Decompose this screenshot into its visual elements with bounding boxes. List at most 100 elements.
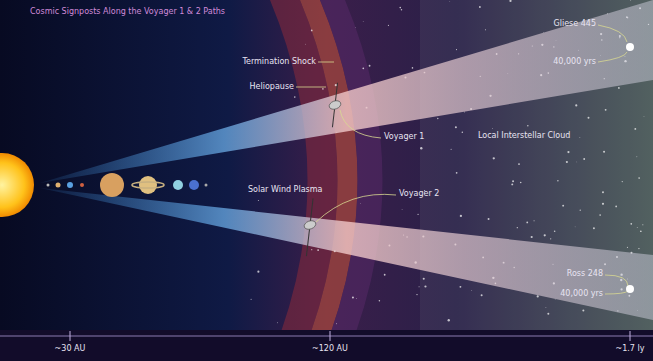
star bbox=[401, 9, 402, 10]
planet bbox=[173, 180, 183, 190]
star bbox=[545, 306, 547, 308]
voyager2-beam bbox=[40, 188, 653, 320]
star bbox=[526, 222, 528, 224]
star bbox=[537, 295, 539, 297]
scale-tick bbox=[330, 331, 331, 341]
star bbox=[294, 96, 296, 98]
scale-tick bbox=[70, 331, 71, 341]
leader-line bbox=[316, 194, 396, 222]
star bbox=[567, 151, 569, 153]
star bbox=[511, 183, 513, 185]
star bbox=[311, 249, 312, 250]
star bbox=[562, 205, 564, 207]
scale-tick bbox=[630, 331, 631, 341]
star bbox=[638, 248, 639, 249]
star bbox=[275, 80, 277, 82]
planet bbox=[205, 184, 208, 187]
star bbox=[359, 203, 361, 205]
voyager2-craft bbox=[289, 198, 331, 256]
star bbox=[509, 0, 511, 2]
star bbox=[401, 209, 403, 211]
scale-bar bbox=[0, 330, 653, 361]
star bbox=[636, 226, 638, 228]
leader-line bbox=[340, 110, 381, 138]
star bbox=[642, 224, 643, 225]
star bbox=[638, 177, 640, 179]
planet bbox=[139, 176, 157, 194]
star bbox=[643, 115, 645, 117]
star bbox=[582, 309, 584, 311]
sun bbox=[0, 153, 34, 217]
star bbox=[481, 294, 483, 296]
planet bbox=[80, 183, 84, 187]
star bbox=[544, 234, 546, 236]
star bbox=[485, 29, 486, 30]
voyager1-beam bbox=[40, 0, 653, 183]
voyager1-craft bbox=[319, 83, 351, 127]
map-label: Local Interstellar Cloud bbox=[478, 132, 570, 141]
star bbox=[251, 299, 252, 300]
star bbox=[455, 126, 457, 128]
leader-line bbox=[296, 87, 326, 88]
star bbox=[588, 117, 590, 119]
star bbox=[456, 49, 457, 50]
star bbox=[622, 181, 623, 182]
star bbox=[335, 84, 337, 86]
map-label: Termination Shock bbox=[242, 58, 316, 67]
star bbox=[599, 214, 601, 216]
star bbox=[424, 285, 426, 287]
map-label: 40,000 yrs bbox=[553, 58, 596, 67]
star bbox=[488, 218, 490, 220]
star bbox=[580, 209, 581, 210]
star bbox=[574, 226, 576, 228]
star bbox=[566, 161, 568, 163]
scale-label: ~30 AU bbox=[55, 345, 86, 354]
map-label: 40,000 yrs bbox=[560, 290, 603, 299]
scale-label: ~1.7 ly bbox=[616, 345, 645, 354]
map-label: Ross 248 bbox=[567, 270, 603, 279]
planet bbox=[189, 180, 199, 190]
planet bbox=[56, 183, 61, 188]
star bbox=[317, 249, 319, 251]
star bbox=[557, 180, 558, 181]
star bbox=[491, 127, 493, 129]
star bbox=[437, 118, 438, 119]
star bbox=[583, 158, 585, 160]
scale-axis bbox=[0, 336, 653, 337]
star bbox=[517, 227, 518, 228]
star bbox=[460, 215, 462, 217]
star-ross bbox=[626, 285, 634, 293]
outer-band bbox=[320, 0, 383, 361]
star bbox=[518, 163, 520, 165]
star bbox=[417, 214, 418, 215]
star bbox=[459, 286, 461, 288]
star bbox=[630, 223, 632, 225]
star bbox=[512, 180, 514, 182]
star bbox=[615, 206, 617, 208]
star bbox=[602, 203, 604, 205]
star bbox=[634, 128, 636, 130]
planet bbox=[47, 184, 50, 187]
star bbox=[277, 322, 279, 324]
star bbox=[304, 43, 306, 45]
star bbox=[605, 109, 607, 111]
star bbox=[520, 182, 522, 184]
boom bbox=[319, 83, 351, 127]
star bbox=[576, 161, 578, 163]
star bbox=[593, 227, 595, 229]
star bbox=[630, 0, 632, 1]
antenna-dish bbox=[303, 219, 317, 231]
scale-label: ~120 AU bbox=[312, 345, 348, 354]
star bbox=[603, 151, 605, 153]
map-label: Voyager 2 bbox=[399, 190, 439, 199]
star bbox=[399, 7, 401, 9]
star bbox=[257, 271, 259, 273]
star bbox=[640, 230, 642, 232]
leader-line bbox=[598, 25, 627, 42]
leader-line bbox=[598, 52, 627, 62]
star bbox=[384, 274, 386, 276]
star bbox=[355, 27, 357, 29]
antenna-dish bbox=[328, 99, 342, 111]
